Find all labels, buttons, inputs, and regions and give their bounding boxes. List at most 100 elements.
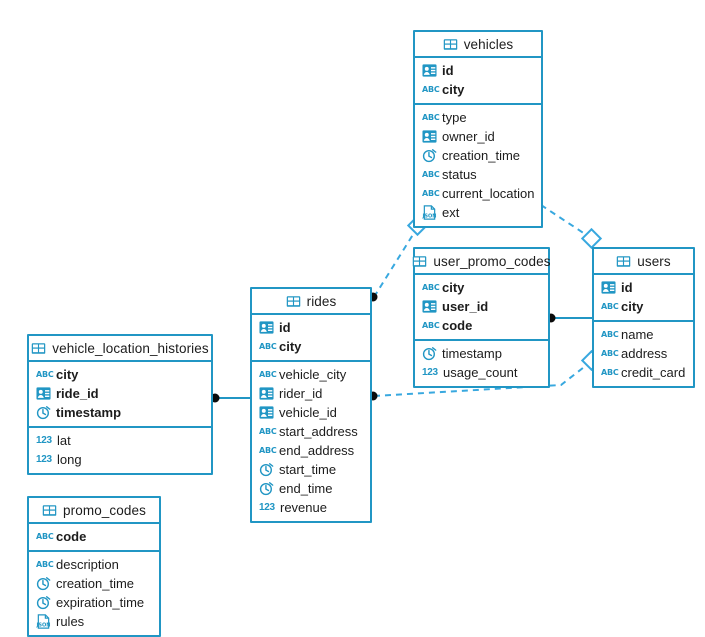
id-card-icon <box>259 387 274 400</box>
entity-header-vehicles[interactable]: vehicles <box>415 32 541 58</box>
field[interactable]: timestamp <box>415 344 548 363</box>
key-field[interactable]: id <box>594 278 693 297</box>
field-name: code <box>442 318 473 333</box>
key-field[interactable]: ride_id <box>29 384 211 403</box>
field-name: ride_id <box>56 386 99 401</box>
field-name: end_address <box>279 443 355 458</box>
entity-header-user_promo_codes[interactable]: user_promo_codes <box>413 249 550 275</box>
abc-text-icon: ABC <box>601 302 619 311</box>
field-name: usage_count <box>443 365 518 380</box>
entity-header-promo_codes[interactable]: promo_codes <box>29 498 159 524</box>
key-field[interactable]: id <box>415 61 541 80</box>
field-name: rider_id <box>279 386 323 401</box>
field[interactable]: end_time <box>252 479 370 498</box>
field-name: lat <box>57 433 71 448</box>
key-field[interactable]: id <box>252 318 370 337</box>
relationship-vehicles-users <box>540 204 603 250</box>
abc-text-icon: ABC <box>36 560 54 569</box>
field[interactable]: 123 lat <box>29 431 211 450</box>
abc-text-icon: ABC <box>36 532 54 541</box>
abc-text-icon: ABC <box>259 427 277 436</box>
field-name: id <box>279 320 291 335</box>
abc-text-icon: ABC <box>259 446 277 455</box>
field-name: current_location <box>442 186 535 201</box>
abc-text-icon: ABC <box>422 85 440 94</box>
key-field[interactable]: timestamp <box>29 403 211 422</box>
json-document-icon: JSON <box>422 205 437 220</box>
field-name: code <box>56 529 87 544</box>
field-name: creation_time <box>56 576 135 591</box>
abc-text-icon: ABC <box>601 330 619 339</box>
key-field[interactable]: user_id <box>415 297 548 316</box>
entity-header-users[interactable]: users <box>594 249 693 275</box>
field-name: creation_time <box>442 148 521 163</box>
clock-icon <box>259 482 274 496</box>
field-name: vehicle_id <box>279 405 337 420</box>
clock-icon <box>422 347 437 361</box>
field-name: revenue <box>280 500 327 515</box>
field-name: vehicle_city <box>279 367 347 382</box>
field-name: type <box>442 110 467 125</box>
entity-header-rides[interactable]: rides <box>252 289 370 315</box>
abc-text-icon: ABC <box>422 113 440 122</box>
svg-text:JSON: JSON <box>422 213 437 219</box>
id-card-icon <box>259 321 274 334</box>
field-name: address <box>621 346 668 361</box>
field[interactable]: expiration_time <box>29 593 159 612</box>
123-number-icon: 123 <box>36 454 52 465</box>
field[interactable]: start_time <box>252 460 370 479</box>
id-card-icon <box>422 130 437 143</box>
field[interactable]: creation_time <box>29 574 159 593</box>
table-grid-icon <box>42 504 57 516</box>
field[interactable]: rider_id <box>252 384 370 403</box>
field[interactable]: vehicle_id <box>252 403 370 422</box>
field-name: description <box>56 557 119 572</box>
field[interactable]: creation_time <box>415 146 541 165</box>
abc-text-icon: ABC <box>36 370 54 379</box>
clock-icon <box>259 463 274 477</box>
abc-text-icon: ABC <box>422 321 440 330</box>
field-name: city <box>56 367 79 382</box>
clock-icon <box>36 577 51 591</box>
field[interactable]: owner_id <box>415 127 541 146</box>
id-card-icon <box>422 64 437 77</box>
field-name: credit_card <box>621 365 686 380</box>
123-number-icon: 123 <box>36 435 52 446</box>
entity-header-vehicle_location_histories[interactable]: vehicle_location_histories <box>29 336 211 362</box>
svg-text:JSON: JSON <box>36 622 51 628</box>
